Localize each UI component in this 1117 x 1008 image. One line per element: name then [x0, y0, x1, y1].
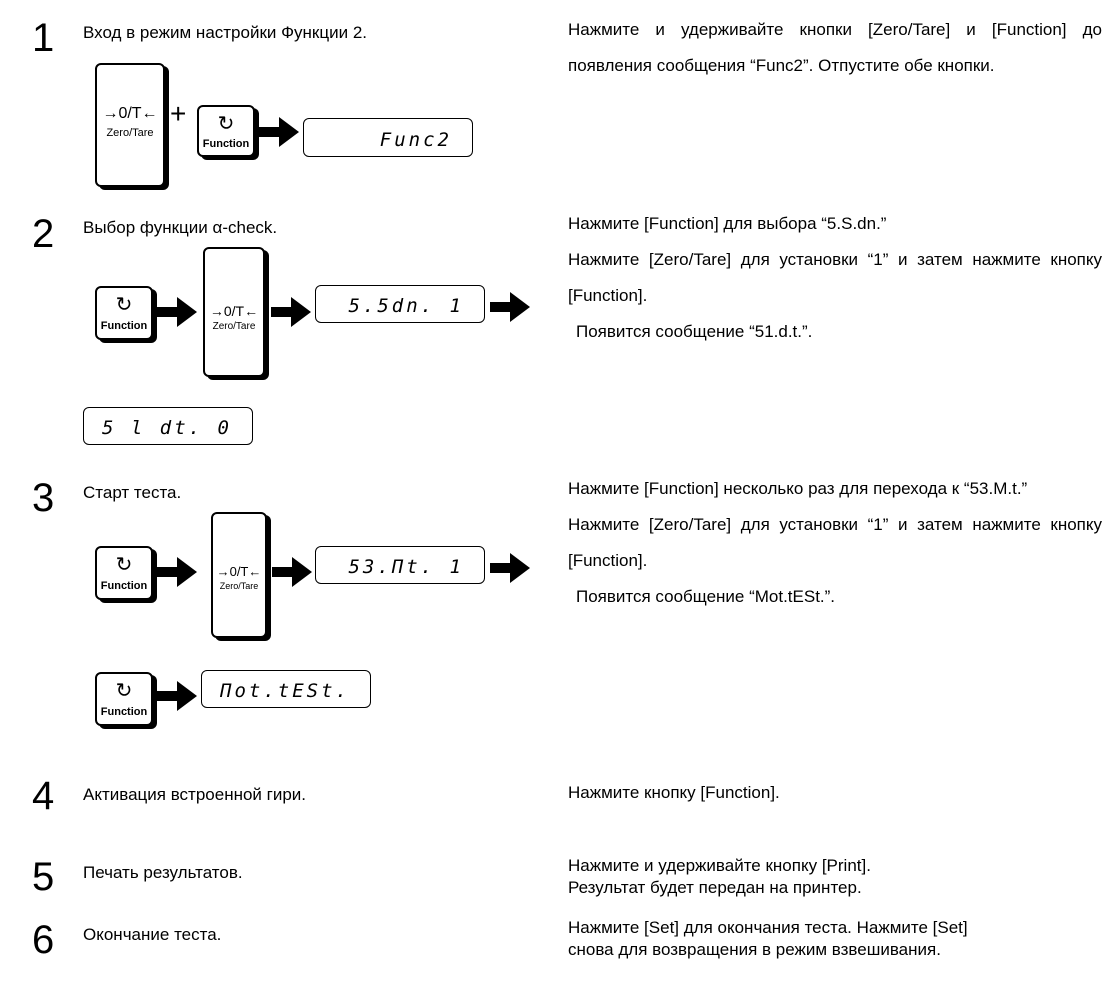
description-text: Нажмите и удерживайте кнопку [Print]. — [568, 856, 871, 875]
description-text: Нажмите кнопку [Function]. — [568, 783, 780, 802]
description-text: Нажмите [Function] несколько раз для пер… — [568, 479, 1028, 498]
step-number-6: 6 — [32, 918, 55, 962]
step-title-6: Окончание теста. — [83, 925, 222, 944]
zero-tare-label: Zero/Tare — [219, 581, 259, 591]
arrow-icon — [490, 553, 530, 583]
arrow-icon — [157, 681, 197, 711]
zero-tare-key: →0/T← Zero/Tare — [95, 63, 165, 187]
function-key: ↻ Function — [95, 672, 153, 726]
function-symbol: ↻ — [115, 554, 133, 576]
function-symbol: ↻ — [217, 113, 235, 135]
display-text: Func2 — [379, 129, 452, 151]
display-53mt: 53.Πt. 1 — [315, 546, 485, 584]
step-description-1: Нажмите и удерживайте кнопки [Zero/Tare]… — [568, 12, 1102, 84]
step-number-5: 5 — [32, 855, 55, 899]
arrow-icon — [157, 297, 197, 327]
plus-sign: + — [170, 98, 187, 129]
zero-tare-symbol: →0/T← — [216, 564, 262, 579]
zero-tare-label: Zero/Tare — [212, 321, 256, 332]
step-title-1: Вход в режим настройки Функции 2. — [83, 23, 368, 42]
display-text: 53.Πt. 1 — [348, 556, 464, 578]
description-text: Нажмите [Zero/Tare] для установки “1” и … — [568, 250, 1102, 305]
zero-tare-symbol: →0/T← — [209, 303, 259, 319]
step-description-4: Нажмите кнопку [Function]. — [568, 775, 1102, 811]
step-description-3: Нажмите [Function] несколько раз для пер… — [568, 471, 1102, 615]
step-description-5: Нажмите и удерживайте кнопку [Print]. Ре… — [568, 855, 1102, 899]
step-title-2: Выбор функции α-check. — [83, 218, 278, 237]
display-text: 5.5dn. 1 — [348, 295, 464, 317]
step-title-3: Старт теста. — [83, 483, 182, 502]
arrow-icon — [157, 557, 197, 587]
description-text: Нажмите [Function] для выбора “5.S.dn.” — [568, 214, 887, 233]
display-text: Πot.tESt. — [220, 680, 350, 702]
function-label: Function — [100, 580, 148, 592]
display-text: 5 l dt. 0 — [102, 417, 232, 439]
display-51dt: 5 l dt. 0 — [83, 407, 253, 445]
description-text: Появится сообщение “Mot.tESt.”. — [576, 587, 836, 606]
display-func2: Func2 — [303, 118, 473, 157]
display-mottest: Πot.tESt. — [201, 670, 371, 708]
display-5sdn: 5.5dn. 1 — [315, 285, 485, 323]
function-label: Function — [100, 320, 148, 332]
description-text: Нажмите [Zero/Tare] для установки “1” и … — [568, 515, 1102, 570]
function-key: ↻ Function — [197, 105, 255, 157]
function-label: Function — [202, 138, 250, 150]
function-key: ↻ Function — [95, 286, 153, 340]
function-symbol: ↻ — [115, 680, 133, 702]
description-text: Результат будет передан на принтер. — [568, 878, 862, 897]
zero-tare-key: →0/T← Zero/Tare — [203, 247, 265, 377]
arrow-icon — [271, 297, 311, 327]
description-text: Нажмите и удерживайте кнопки [Zero/Tare]… — [568, 20, 1102, 75]
zero-tare-symbol: →0/T← — [102, 105, 158, 122]
description-text: Нажмите [Set] для окончания теста. Нажми… — [568, 918, 968, 959]
function-symbol: ↻ — [115, 294, 133, 316]
zero-tare-label: Zero/Tare — [106, 127, 154, 139]
arrow-icon — [259, 117, 299, 147]
step-title-4: Активация встроенной гири. — [83, 785, 307, 804]
step-number-1: 1 — [32, 16, 55, 60]
step-number-2: 2 — [32, 212, 55, 256]
step-description-2: Нажмите [Function] для выбора “5.S.dn.” … — [568, 206, 1102, 350]
arrow-icon — [490, 292, 530, 322]
arrow-icon — [272, 557, 312, 587]
step-title-5: Печать результатов. — [83, 863, 243, 882]
description-text: Появится сообщение “51.d.t.”. — [576, 322, 813, 341]
function-key: ↻ Function — [95, 546, 153, 600]
step-number-4: 4 — [32, 774, 55, 818]
zero-tare-key: →0/T← Zero/Tare — [211, 512, 267, 638]
step-number-3: 3 — [32, 476, 55, 520]
function-label: Function — [100, 706, 148, 718]
step-description-6: Нажмите [Set] для окончания теста. Нажми… — [568, 917, 998, 961]
